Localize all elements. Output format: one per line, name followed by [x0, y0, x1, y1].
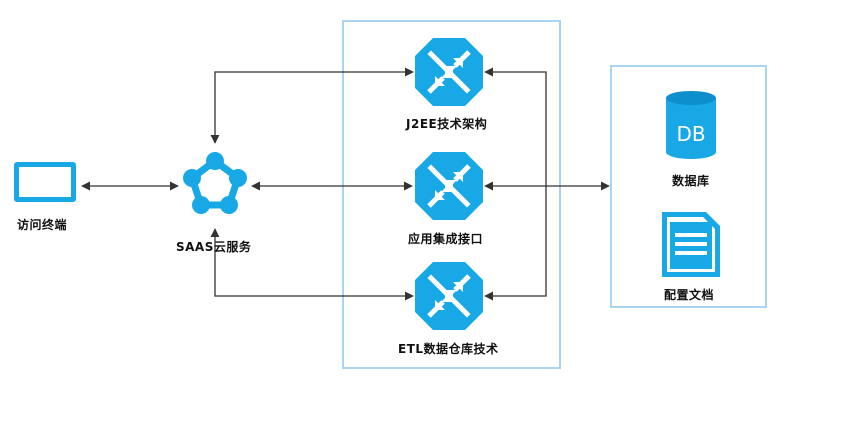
etl-label: ETL数据仓库技术 — [398, 342, 499, 356]
storage-panel — [610, 65, 767, 308]
j2ee-bus-arrow — [484, 67, 547, 301]
j2ee-label: J2EE技术架构 — [406, 117, 488, 131]
document-icon — [662, 212, 720, 277]
integration-router-icon — [415, 152, 483, 220]
config-label: 配置文档 — [664, 288, 715, 302]
monitor-icon — [14, 162, 76, 202]
saas-label: SAAS云服务 — [176, 240, 252, 254]
saas-etl-arrow — [210, 228, 414, 301]
etl-router-icon — [415, 262, 483, 330]
terminal-label: 访问终端 — [17, 218, 68, 232]
database-icon: DB — [666, 91, 716, 159]
integration-label: 应用集成接口 — [408, 232, 484, 246]
database-icon-text: DB — [676, 122, 705, 146]
database-label: 数据库 — [672, 174, 710, 188]
services-panel — [342, 20, 561, 369]
saas-j2ee-arrow — [210, 67, 414, 144]
network-ring-icon — [183, 152, 247, 214]
j2ee-router-icon — [415, 38, 483, 106]
